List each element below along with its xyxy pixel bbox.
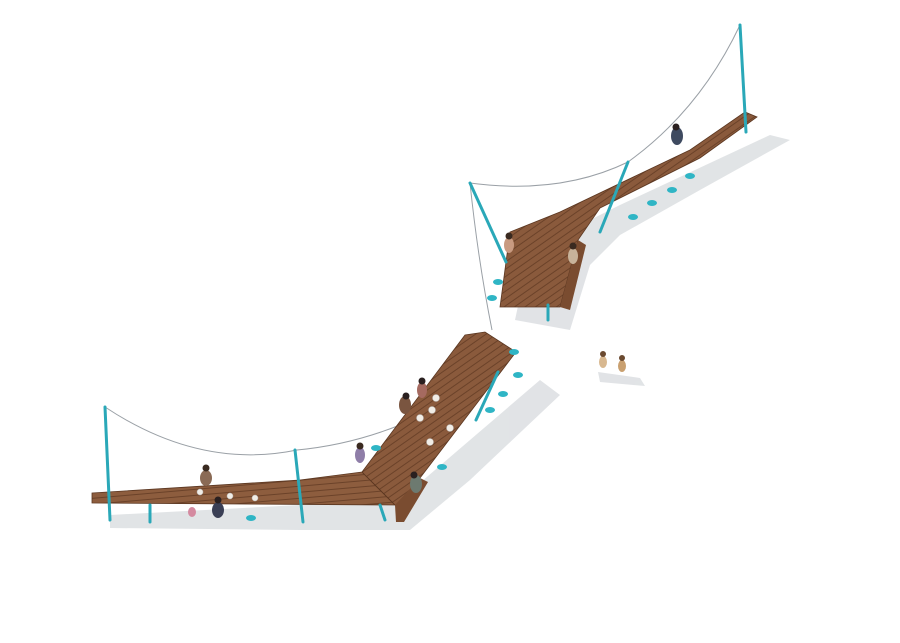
- ground-shadows: [110, 135, 790, 530]
- children-shadow: [598, 372, 645, 386]
- cable: [469, 182, 493, 331]
- pole: [738, 23, 748, 134]
- upper-table-shadow: [515, 135, 790, 330]
- plate: [426, 438, 434, 446]
- stool: [371, 445, 381, 451]
- cable: [627, 24, 741, 163]
- suspension-cables: [104, 24, 741, 456]
- stool: [498, 391, 508, 397]
- stool: [493, 279, 503, 285]
- stool: [509, 349, 519, 355]
- person: [355, 442, 365, 463]
- plate: [226, 492, 234, 500]
- stool: [667, 187, 677, 193]
- pole: [474, 370, 500, 422]
- pole: [293, 448, 305, 524]
- stool: [246, 515, 256, 521]
- person: [188, 507, 196, 517]
- person: [399, 392, 411, 414]
- stool: [685, 173, 695, 179]
- stool: [628, 214, 638, 220]
- plate: [446, 424, 454, 432]
- pole: [103, 405, 112, 522]
- pole: [378, 503, 387, 522]
- person: [200, 464, 212, 486]
- people: [188, 123, 683, 518]
- pole: [598, 160, 630, 234]
- lower-table-shadow: [110, 380, 560, 530]
- stool: [513, 372, 523, 378]
- person: [410, 471, 422, 493]
- stool: [485, 407, 495, 413]
- cable: [104, 406, 298, 456]
- person: [417, 377, 427, 398]
- steel-poles: [103, 23, 748, 524]
- stool: [437, 464, 447, 470]
- child: [599, 351, 607, 368]
- stool: [487, 295, 497, 301]
- person: [212, 496, 224, 518]
- stools: [246, 173, 695, 521]
- plate: [428, 406, 436, 414]
- child: [618, 355, 626, 372]
- plate: [251, 494, 259, 502]
- upper-bench: [560, 240, 586, 310]
- cable: [296, 424, 401, 451]
- plate: [416, 414, 424, 422]
- person: [568, 242, 578, 264]
- person: [504, 232, 514, 253]
- plate: [432, 394, 440, 402]
- cable: [469, 161, 629, 187]
- plates: [196, 394, 454, 502]
- stool: [647, 200, 657, 206]
- lower-table-top-horizontal: [91, 471, 396, 506]
- person: [671, 123, 683, 145]
- pole: [468, 181, 508, 264]
- plate: [196, 488, 204, 496]
